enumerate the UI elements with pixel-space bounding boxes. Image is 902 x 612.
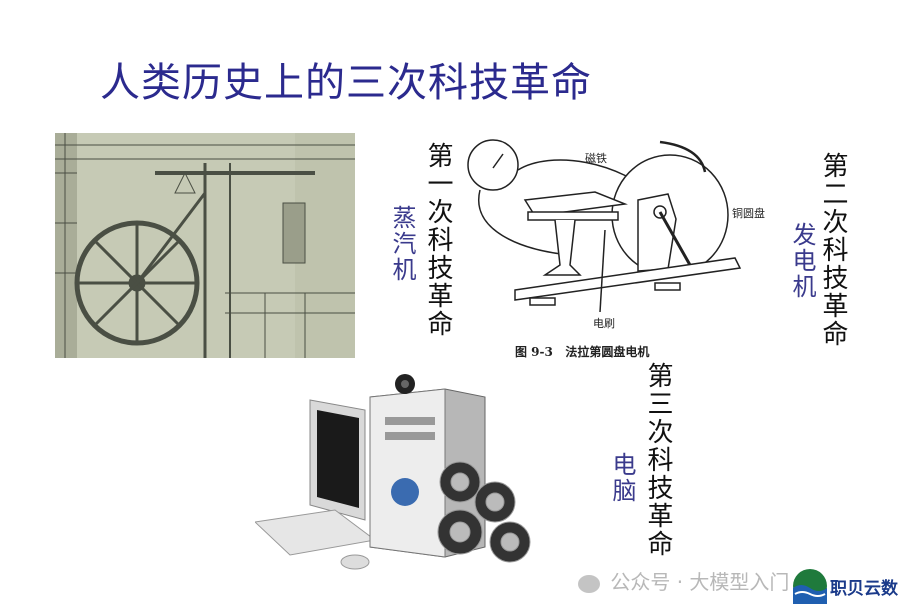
third-revolution-label: 第三次科技革命 [643, 362, 673, 558]
copper-disc-label: 铜圆盘 [732, 207, 765, 220]
second-revolution-label: 第二次科技革命 [818, 152, 848, 348]
steam-engine-image [55, 133, 355, 358]
computer-image [253, 372, 545, 577]
slide-title: 人类历史上的三次科技革命 [100, 60, 592, 106]
logo-text: 职贝云数 [830, 578, 898, 599]
brush-label: 电刷 [593, 317, 615, 330]
watermark: 公众号 · 大模型入门 [578, 566, 789, 595]
globe-wave-icon [793, 569, 827, 604]
computer-label: 电脑 [608, 452, 636, 504]
wechat-icon [578, 574, 600, 593]
watermark-text: 公众号 · 大模型入门 [610, 570, 790, 594]
faraday-disc-diagram: 磁铁 铜圆盘 电刷 图 9-3 法拉第圆盘电机 [460, 130, 780, 359]
steam-engine-label: 蒸汽机 [388, 205, 416, 283]
magnet-label: 磁铁 [585, 152, 607, 165]
brand-logo: 职贝云数 [792, 568, 898, 604]
diagram-caption: 图 9-3 法拉第圆盘电机 [515, 345, 650, 359]
generator-label: 发电机 [788, 222, 816, 300]
first-revolution-label: 第一次科技革命 [423, 142, 453, 338]
